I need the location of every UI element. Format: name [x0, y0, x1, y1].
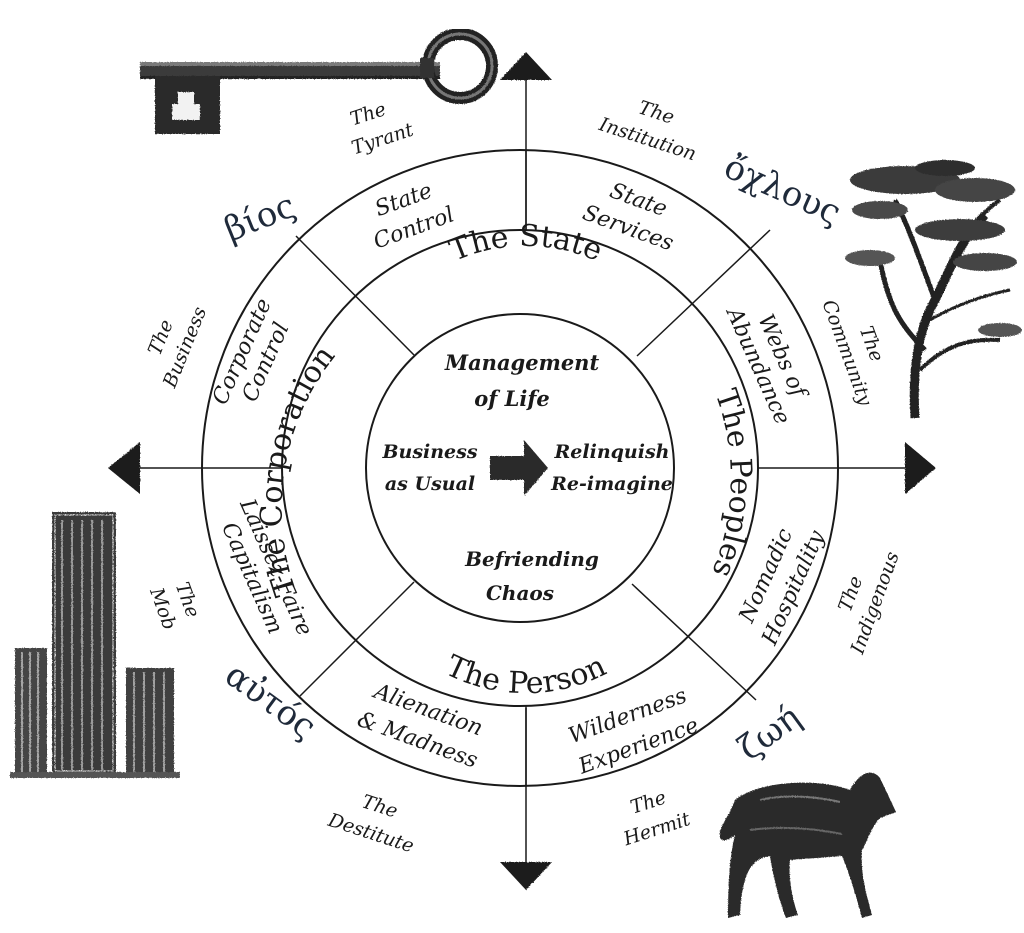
label-the-indigenous: The Indigenous [834, 548, 904, 657]
label-the-destitute: The Destitute [325, 791, 417, 858]
greek-ochlous: ὄχλους [718, 147, 846, 233]
center-top-line1: Management [444, 350, 600, 375]
label-the-mob: The Mob [145, 579, 204, 633]
label-the-community: The Community [818, 297, 888, 409]
label-the-business: The Business [144, 303, 211, 391]
label-institution-line1: The [636, 97, 677, 129]
label-the-hermit: The Hermit [620, 787, 693, 851]
wolf-icon [719, 772, 896, 918]
label-webs-of-abundance: Webs of Abundance [720, 302, 812, 428]
label-hermit-line2: Hermit [620, 808, 693, 851]
ring-dividers [202, 150, 838, 786]
label-the-tyrant: The Tyrant [348, 98, 417, 159]
label-the-institution: The Institution [596, 97, 699, 166]
center-left-line1: Business [381, 441, 477, 463]
arrow-right-icon [490, 440, 548, 496]
center-right-line1: Relinquish [554, 441, 670, 463]
label-the-state: The State [445, 219, 608, 269]
center-bottom: Befriending Chaos [464, 547, 599, 605]
skyscrapers-icon [10, 512, 180, 778]
label-the-state-path: The State [445, 219, 608, 269]
label-destitute-line2: Destitute [325, 809, 417, 858]
label-the-peoples-path: The Peoples [705, 385, 759, 582]
center-top-line2: of Life [474, 386, 550, 411]
label-destitute-line1: The [359, 791, 400, 823]
center-right-line2: Re-imagine [550, 473, 673, 495]
center-top: Management of Life [444, 350, 600, 411]
inner-circle [365, 313, 675, 623]
center-bottom-line1: Befriending [464, 547, 599, 571]
label-laissez-faire: Laissez-Faire Capitalism [216, 495, 317, 640]
arrowhead-left [108, 442, 140, 494]
label-the-peoples: The Peoples [705, 385, 759, 582]
tree-icon [845, 160, 1022, 419]
greek-autos: αὐτός [217, 655, 323, 747]
key-icon [140, 28, 498, 134]
label-hermit-line1: The [628, 787, 669, 819]
greek-bios: βίος [219, 186, 301, 250]
greek-zoe: ζωή [731, 697, 808, 768]
label-the-person: The Person [441, 649, 612, 702]
label-the-person-path: The Person [441, 649, 612, 702]
center-right: Relinquish Re-imagine [550, 441, 673, 495]
label-tyrant-line1: The [348, 98, 389, 130]
arrowhead-right [905, 442, 936, 494]
arrowhead-down [500, 862, 552, 890]
center-bottom-line2: Chaos [486, 581, 554, 605]
center-left: Business as Usual [381, 441, 477, 495]
arrowhead-up [500, 52, 552, 80]
center-left-line2: as Usual [385, 473, 475, 495]
